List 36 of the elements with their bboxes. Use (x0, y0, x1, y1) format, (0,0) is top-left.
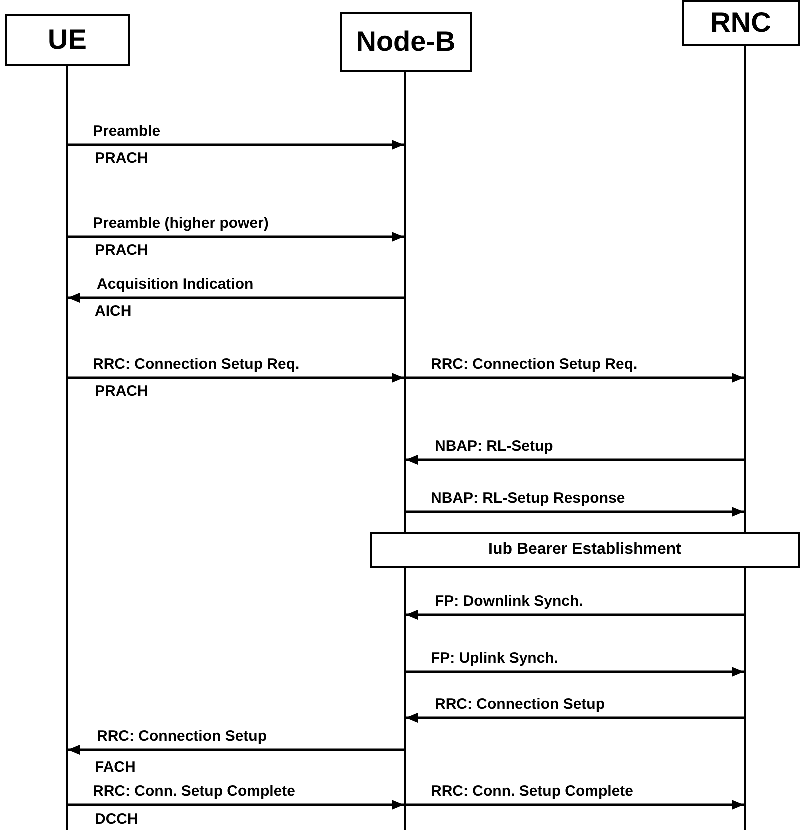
participant-box: RNC (682, 0, 800, 46)
channel-label: AICH (95, 303, 132, 320)
participant-box: Node-B (340, 12, 472, 72)
channel-label: FACH (95, 759, 136, 776)
message-arrow (406, 373, 744, 383)
message-arrow (68, 745, 404, 755)
message-arrow (68, 140, 404, 150)
activity-box: Iub Bearer Establishment (370, 532, 800, 568)
channel-label: PRACH (95, 150, 148, 167)
channel-label: PRACH (95, 242, 148, 259)
message-arrow (68, 232, 404, 242)
edge-label: NBAP: RL-Setup Response (431, 490, 626, 507)
message-arrow (68, 293, 404, 303)
message-arrow (68, 373, 404, 383)
participant-box: UE (5, 14, 130, 66)
message-arrow (406, 610, 744, 620)
edge-label: RRC: Conn. Setup Complete (93, 783, 296, 800)
message-arrow (406, 455, 744, 465)
edge-label: FP: Downlink Synch. (435, 593, 584, 610)
edge-label: FP: Uplink Synch. (431, 650, 559, 667)
edge-label: RRC: Connection Setup (435, 696, 605, 713)
edge-label: RRC: Connection Setup Req. (431, 356, 638, 373)
edge-label: RRC: Conn. Setup Complete (431, 783, 634, 800)
edge-label: Preamble (93, 123, 161, 140)
edge-label: NBAP: RL-Setup (435, 438, 554, 455)
message-arrow (406, 507, 744, 517)
edge-label: Acquisition Indication (97, 276, 254, 293)
channel-label: PRACH (95, 383, 148, 400)
message-arrow (406, 667, 744, 677)
edge-label: Preamble (higher power) (93, 215, 269, 232)
message-arrow (406, 713, 744, 723)
channel-label: DCCH (95, 811, 138, 828)
edge-label: RRC: Connection Setup (97, 728, 267, 745)
message-arrow (406, 800, 744, 810)
message-arrow (68, 800, 404, 810)
edge-label: RRC: Connection Setup Req. (93, 356, 300, 373)
